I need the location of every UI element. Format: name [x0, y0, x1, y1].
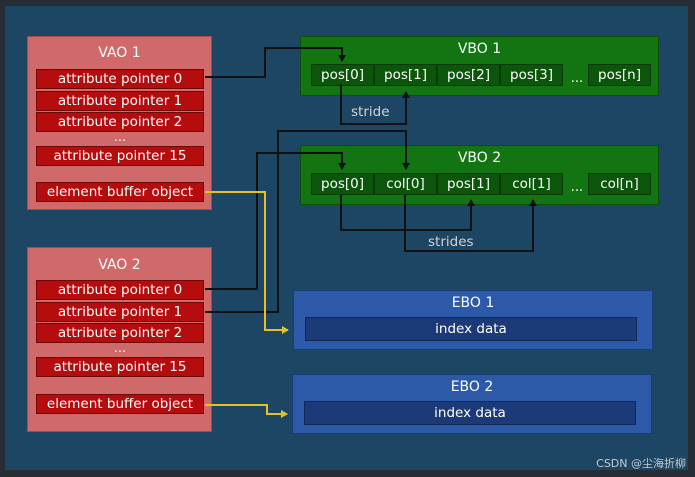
- vao-2-element-buffer-object: element buffer object: [36, 394, 204, 414]
- vbo-2-cell-pos-1: pos[1]: [437, 173, 500, 195]
- ebo-2-index-data: index data: [304, 401, 636, 425]
- vao-1-attribute-pointer-2: attribute pointer 2: [36, 112, 204, 132]
- vbo-1-stride-label: stride: [351, 104, 390, 120]
- vao-2-attribute-pointer-15: attribute pointer 15: [36, 357, 204, 377]
- vao-1-title: VAO 1: [98, 45, 141, 61]
- vbo-2-title: VBO 2: [457, 150, 502, 166]
- vbo-1-cell-pos-n: pos[n]: [588, 64, 651, 86]
- vao-1-box: VAO 1 attribute pointer 0 attribute poin…: [27, 36, 212, 210]
- vbo-2-stride-bracket-col: [404, 195, 537, 252]
- vbo-2-box: VBO 2 pos[0] col[0] pos[1] col[1] ... co…: [300, 145, 659, 205]
- vbo-2-cell-col-1: col[1]: [500, 173, 563, 195]
- vbo-1-box: VBO 1 pos[0] pos[1] pos[2] pos[3] ... po…: [300, 36, 659, 96]
- vbo-2-strides-label: strides: [428, 234, 474, 250]
- ebo-1-index-data: index data: [305, 317, 637, 341]
- vao-1-pointer-0-wire: [205, 47, 346, 78]
- vbo-1-cell-pos-1: pos[1]: [374, 64, 437, 86]
- vbo-1-title: VBO 1: [457, 41, 502, 57]
- vao-1-ebo-wire: [205, 191, 289, 334]
- ebo-2-box: EBO 2 index data: [292, 374, 652, 434]
- credit-watermark: CSDN @尘海折柳: [596, 457, 686, 470]
- vao-2-title: VAO 2: [98, 257, 141, 273]
- vao-2-attribute-pointer-1: attribute pointer 1: [36, 302, 204, 322]
- vao-2-ebo-wire: [205, 404, 288, 418]
- vbo-2-cell-col-0: col[0]: [374, 173, 437, 195]
- vao-2-attribute-pointer-2: attribute pointer 2: [36, 323, 204, 343]
- vao-2-pointer-0-wire: [205, 152, 346, 290]
- vao-2-pointer-1-wire: [205, 130, 410, 313]
- ebo-1-box: EBO 1 index data: [293, 290, 653, 350]
- vao-1-attribute-pointer-1: attribute pointer 1: [36, 91, 204, 111]
- vao-2-attribute-pointer-0: attribute pointer 0: [36, 280, 204, 300]
- vao-1-ellipsis: ...: [113, 130, 127, 145]
- vao-1-element-buffer-object: element buffer object: [36, 182, 204, 202]
- vao-1-attribute-pointer-0: attribute pointer 0: [36, 69, 204, 89]
- ebo-2-title: EBO 2: [450, 379, 494, 395]
- ebo-1-title: EBO 1: [451, 295, 495, 311]
- vbo-2-cell-pos-0: pos[0]: [311, 173, 374, 195]
- vbo-1-stride-bracket: [340, 84, 410, 125]
- vbo-2-cell-col-n: col[n]: [588, 173, 651, 195]
- vbo-1-cell-pos-0: pos[0]: [311, 64, 374, 86]
- vbo-1-cell-pos-3: pos[3]: [500, 64, 563, 86]
- vbo-1-cell-pos-2: pos[2]: [437, 64, 500, 86]
- vbo-2-ellipsis: ...: [570, 180, 584, 195]
- vao-2-box: VAO 2 attribute pointer 0 attribute poin…: [27, 247, 212, 432]
- vbo-1-ellipsis: ...: [570, 71, 584, 86]
- vao-2-ellipsis: ...: [113, 341, 127, 356]
- vao-1-attribute-pointer-15: attribute pointer 15: [36, 146, 204, 166]
